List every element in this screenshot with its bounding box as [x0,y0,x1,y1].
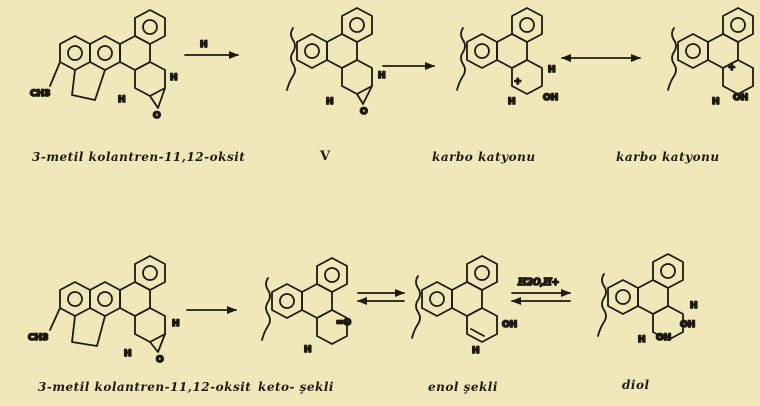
hydrogen-label-row2b: H [124,349,132,359]
label-carbocation-1: karbo katyonu [432,150,536,164]
epoxide-oxygen-label-row1: O [153,111,161,121]
carbocation-plus-1: + [514,77,522,87]
hydroxyl-label-diol-a: OH [680,320,695,330]
hydrogen-label-row2a: H [172,319,180,329]
molecule-epoxide-v [286,7,373,105]
hydrogen-label-c2: H [712,97,720,107]
hydroxyl-label-c2: OH [733,93,748,103]
hydroxyl-label-c1: OH [543,93,558,103]
hydrogen-label-v-b: H [326,97,334,107]
arrow3-condition: H2O,H+ [517,278,559,288]
label-start-row1: 3-metil kolantren-11,12-oksit [32,150,246,164]
methyl-label-row2: CH3 [28,333,48,343]
epoxide-oxygen-label-v: O [360,107,368,117]
label-carbocation-2: karbo katyonu [616,150,720,164]
hydrogen-label-c1a: H [548,65,556,75]
molecule-diol [597,253,684,341]
molecule-carbocation-1 [456,7,543,95]
hydrogen-label-diol-b: H [638,335,646,345]
hydrogen-label-row1b: H [118,95,126,105]
carbocation-plus-2: + [728,63,736,73]
epoxide-oxygen-label-row2: O [156,355,164,365]
molecule-methylcholanthrene-oxide-row2 [49,255,166,353]
carbonyl-label: =O [336,318,352,328]
hydrogen-label-v-a: H [378,71,386,81]
label-enol: enol şekli [428,380,498,394]
hydrogen-label-diol-a: H [690,301,698,311]
label-diol: diol [622,378,650,392]
molecule-keto-form [261,257,348,345]
hydroxyl-label-diol-b: OH [656,333,671,343]
hydrogen-label-keto: H [304,345,312,355]
label-start-row2: 3-metil kolantren-11,12-oksit [38,380,252,394]
hydroxyl-label-enol: OH [502,320,517,330]
molecule-methylcholanthrene-oxide-row1 [49,9,166,109]
label-keto: keto- şekli [258,380,334,394]
label-compound-v: V [320,149,331,164]
arrow1-condition: H [200,40,208,50]
molecule-carbocation-2 [667,7,754,95]
hydrogen-label-enol: H [472,346,480,356]
hydrogen-label-row1a: H [170,73,178,83]
molecule-enol-form [411,255,498,343]
methyl-label-row1: CH3 [30,89,50,99]
hydrogen-label-c1b: H [508,97,516,107]
